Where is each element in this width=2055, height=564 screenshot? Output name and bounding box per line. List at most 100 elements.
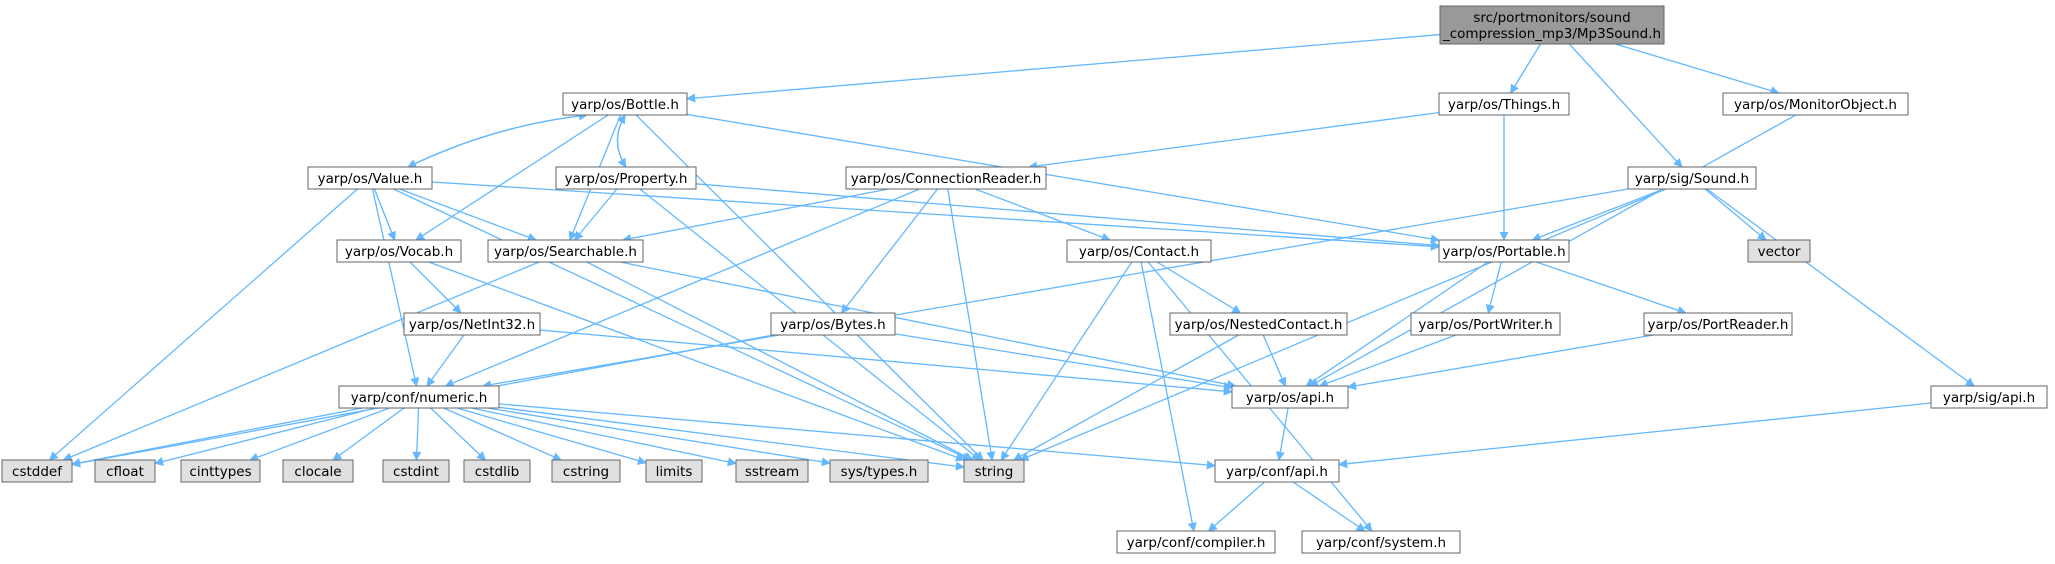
edge-mp3sound-to-things [1510, 43, 1542, 94]
node-label-sstream: sstream [745, 464, 799, 480]
node-bottle[interactable]: yarp/os/Bottle.h [562, 92, 688, 116]
node-nestedcontact[interactable]: yarp/os/NestedContact.h [1169, 312, 1348, 336]
node-system[interactable]: yarp/conf/system.h [1301, 530, 1461, 554]
node-label-cinttypes: cinttypes [189, 464, 251, 480]
node-netint32[interactable]: yarp/os/NetInt32.h [403, 312, 541, 336]
edge-confapi-to-system [1292, 481, 1366, 532]
node-compiler[interactable]: yarp/conf/compiler.h [1116, 530, 1276, 554]
edge-connectionreader-to-bytes [840, 188, 939, 314]
node-things[interactable]: yarp/os/Things.h [1438, 92, 1570, 116]
edge-bottle-to-vocab [415, 114, 609, 241]
node-sound[interactable]: yarp/sig/Sound.h [1627, 166, 1757, 190]
edge-numeric-to-sstream [471, 407, 737, 467]
node-label-portwriter: yarp/os/PortWriter.h [1418, 317, 1552, 333]
node-box-sound [1627, 166, 1757, 190]
node-label-string: string [975, 464, 1014, 480]
edge-value-to-portable [431, 181, 1440, 251]
edge-portable-to-portwriter [1485, 261, 1502, 314]
node-bytes[interactable]: yarp/os/Bytes.h [770, 312, 896, 336]
edge-property-to-searchable [574, 188, 618, 241]
node-box-monitorobject [1722, 92, 1909, 116]
edge-confapi-to-compiler [1207, 481, 1265, 532]
edge-mp3sound-to-sound [1568, 43, 1683, 168]
node-label-cstdint: cstdint [393, 464, 439, 480]
node-box-cfloat [94, 459, 156, 483]
edge-numeric-to-cfloat [154, 407, 376, 466]
edge-connectionreader-to-string [947, 188, 996, 461]
edge-numeric-to-cstddef [71, 407, 363, 468]
node-portable[interactable]: yarp/os/Portable.h [1438, 239, 1570, 263]
node-cstdlib: cstdlib [463, 459, 531, 483]
node-cinttypes: cinttypes [180, 459, 261, 483]
node-label-limits: limits [656, 464, 693, 480]
node-label-bytes: yarp/os/Bytes.h [780, 317, 886, 333]
node-cfloat: cfloat [94, 459, 156, 483]
node-label-bottle: yarp/os/Bottle.h [571, 97, 679, 113]
node-cstddef: cstddef [1, 459, 73, 483]
node-box-value [307, 166, 433, 190]
node-sigapi[interactable]: yarp/sig/api.h [1930, 385, 2048, 409]
node-box-numeric [338, 385, 500, 409]
edge-bytes-to-osapi [894, 333, 1233, 391]
edge-numeric-to-cstring [443, 407, 563, 461]
node-value[interactable]: yarp/os/Value.h [307, 166, 433, 190]
node-box-portwriter [1410, 312, 1561, 336]
node-portwriter[interactable]: yarp/os/PortWriter.h [1410, 312, 1561, 336]
node-cstdint: cstdint [382, 459, 450, 483]
node-box-bottle [562, 92, 688, 116]
node-box-string [963, 459, 1025, 483]
node-label-system: yarp/conf/system.h [1316, 535, 1446, 551]
edge-portable-to-osapi [1305, 261, 1489, 387]
edge-value-to-bottle [407, 111, 588, 168]
edge-netint32-to-numeric [426, 334, 465, 387]
edge-connectionreader-to-numeric [444, 188, 920, 388]
node-label-monitorobject: yarp/os/MonitorObject.h [1734, 97, 1897, 113]
node-connectionreader[interactable]: yarp/os/ConnectionReader.h [845, 166, 1047, 190]
node-label-cstdlib: cstdlib [475, 464, 519, 480]
node-label-nestedcontact: yarp/os/NestedContact.h [1175, 317, 1343, 333]
node-label-things: yarp/os/Things.h [1448, 97, 1560, 113]
edge-value-to-searchable [399, 188, 537, 242]
node-label-portable: yarp/os/Portable.h [1442, 244, 1565, 260]
edge-sound-to-portable [1531, 188, 1664, 242]
edge-osapi-to-confapi [1275, 407, 1289, 461]
node-label-mp3sound: src/portmonitors/sound [1473, 10, 1630, 26]
node-box-nestedcontact [1169, 312, 1348, 336]
edge-searchable-to-string [586, 261, 974, 461]
edge-sigapi-to-confapi [1338, 402, 1932, 469]
node-mp3sound[interactable]: src/portmonitors/sound_compression_mp3/M… [1439, 5, 1665, 45]
node-osapi[interactable]: yarp/os/api.h [1231, 385, 1349, 409]
node-portreader[interactable]: yarp/os/PortReader.h [1643, 312, 1793, 336]
node-property[interactable]: yarp/os/Property.h [555, 166, 697, 190]
edge-numeric-to-cstdlib [430, 407, 487, 461]
edge-bottle-to-value [407, 114, 588, 168]
node-box-clocale [282, 459, 354, 483]
edge-numeric-to-clocale [332, 407, 405, 461]
edge-numeric-to-cstdint [412, 407, 422, 461]
node-searchable[interactable]: yarp/os/Searchable.h [487, 239, 644, 263]
node-label-compiler: yarp/conf/compiler.h [1127, 535, 1266, 551]
node-label-sound: yarp/sig/Sound.h [1635, 171, 1749, 187]
node-box-cinttypes [180, 459, 261, 483]
node-label-cstring: cstring [563, 464, 609, 480]
node-clocale: clocale [282, 459, 354, 483]
node-numeric[interactable]: yarp/conf/numeric.h [338, 385, 500, 409]
node-label-netint32: yarp/os/NetInt32.h [409, 317, 535, 333]
node-label-connectionreader: yarp/os/ConnectionReader.h [851, 171, 1042, 187]
node-label-mp3sound: _compression_mp3/Mp3Sound.h [1442, 26, 1661, 42]
node-contact[interactable]: yarp/os/Contact.h [1066, 239, 1212, 263]
node-confapi[interactable]: yarp/conf/api.h [1214, 459, 1340, 483]
node-limits: limits [645, 459, 703, 483]
node-layer: src/portmonitors/sound_compression_mp3/M… [1, 5, 2048, 554]
node-monitorobject[interactable]: yarp/os/MonitorObject.h [1722, 92, 1909, 116]
edge-contact-to-compiler [1140, 261, 1197, 532]
edge-connectionreader-to-contact [974, 188, 1111, 242]
node-vocab[interactable]: yarp/os/Vocab.h [336, 239, 462, 263]
node-box-searchable [487, 239, 644, 263]
node-label-osapi: yarp/os/api.h [1246, 390, 1334, 406]
edge-property-to-portable [695, 183, 1440, 250]
node-box-things [1438, 92, 1570, 116]
edge-contact-to-nestedcontact [1156, 261, 1242, 314]
node-label-sigapi: yarp/sig/api.h [1943, 390, 2035, 406]
